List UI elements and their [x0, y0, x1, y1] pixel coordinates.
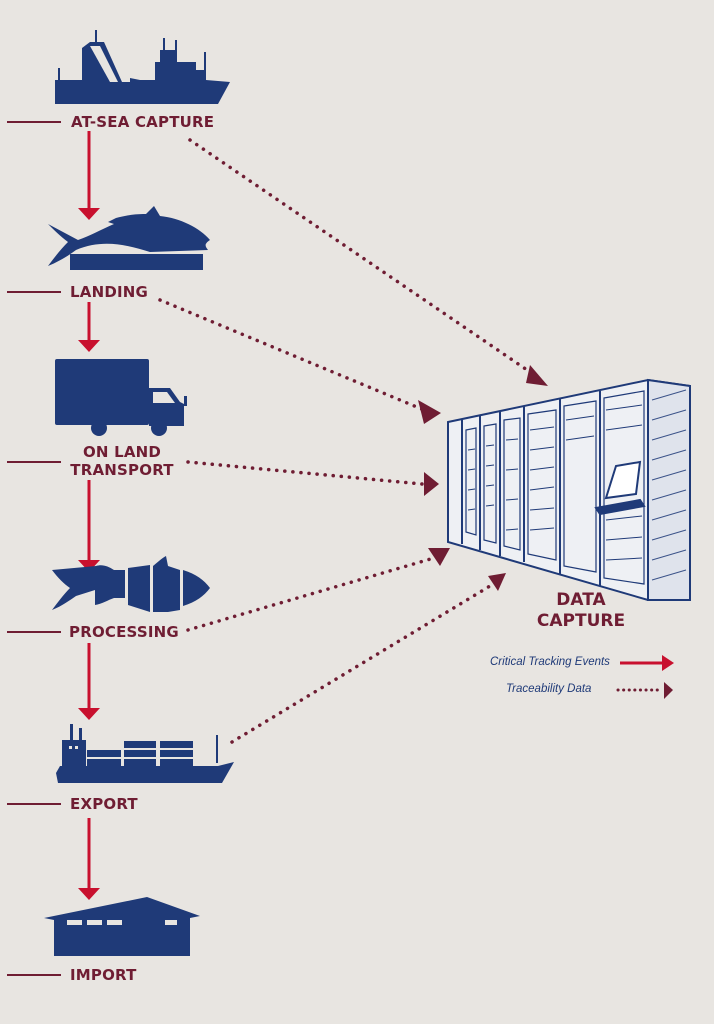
trace-arrowhead-landing [418, 400, 441, 424]
cte-arrow-export-to-import [78, 818, 100, 900]
trace-arrow-processing [186, 556, 436, 632]
stage-label-line1: ON LAND [82, 443, 162, 461]
trace-arrowhead-export [488, 573, 506, 591]
trace-arrow-transport [186, 460, 424, 486]
trace-arrow-landing [158, 298, 426, 412]
cargo-ship-icon [56, 724, 234, 783]
stage-tick-export [7, 803, 61, 805]
cte-arrow-transport-to-processing [78, 480, 100, 572]
data-capture-line1: DATA [556, 590, 606, 610]
trace-arrowhead-transport [424, 472, 439, 496]
cte-arrow-processing-to-export [78, 643, 100, 720]
server-racks-icon [447, 378, 691, 601]
data-capture-line2: CAPTURE [536, 611, 626, 631]
trace-arrow-export [230, 584, 492, 744]
legend-label-cte: Critical Tracking Events [490, 656, 610, 668]
stage-tick-processing [7, 631, 61, 633]
cte-arrow-capture-to-landing [78, 131, 100, 220]
stage-label-import: IMPORT [70, 966, 137, 984]
stage-tick-landing [7, 291, 61, 293]
legend-label-traceability: Traceability Data [506, 683, 592, 695]
stage-tick-import [7, 974, 61, 976]
legend-cte-arrow [620, 655, 674, 671]
stage-label-landing: LANDING [70, 283, 149, 301]
tuna-on-dock-icon [48, 206, 210, 270]
stage-tick-at-sea-capture [7, 121, 61, 123]
cte-arrow-landing-to-transport [78, 302, 100, 352]
trace-arrowhead-processing [428, 548, 450, 566]
stage-label-processing: PROCESSING [69, 623, 179, 641]
warehouse-icon [44, 897, 200, 956]
trace-arrow-capture [188, 138, 532, 374]
stage-label-at-sea-capture: AT-SEA CAPTURE [71, 113, 215, 131]
stage-tick-on-land-transport [7, 461, 61, 463]
data-capture-label: DATA CAPTURE [521, 590, 641, 632]
stage-label-on-land-transport: ON LAND TRANSPORT [70, 443, 174, 479]
stage-label-export: EXPORT [70, 795, 138, 813]
trace-arrowhead-capture [526, 365, 548, 386]
stage-label-line2: TRANSPORT [70, 461, 174, 479]
delivery-truck-icon [55, 359, 187, 436]
fishing-trawler-icon [55, 30, 230, 104]
sectioned-tuna-icon [52, 556, 210, 612]
legend-trace-arrow [616, 682, 673, 699]
